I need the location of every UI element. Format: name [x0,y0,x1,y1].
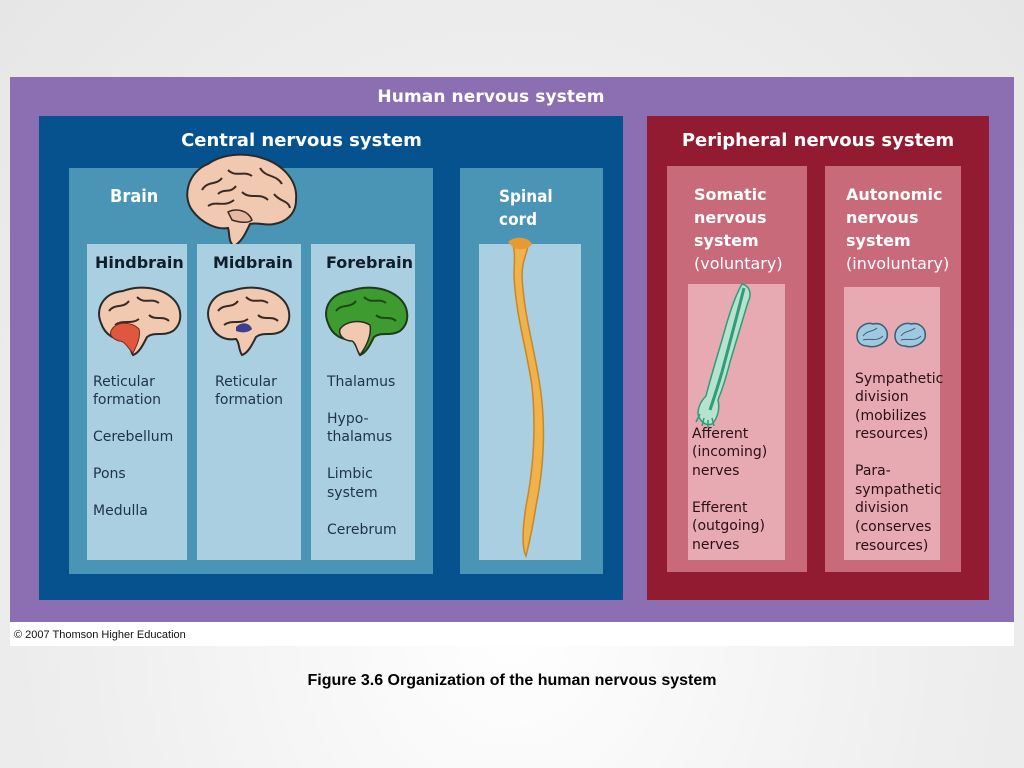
forebrain-item: Cerebrum [327,522,397,538]
autonomic-title-line: Autonomic [846,185,943,204]
autonomic-item: resources) [855,426,929,442]
hindbrain-heading: Hindbrain [95,253,184,272]
autonomic-item: (conserves [855,519,932,535]
midbrain-item: formation [215,392,284,408]
somatic-item: Efferent [692,500,748,516]
figure-caption: Figure 3.6 Organization of the human ner… [307,672,717,689]
ganglia-icon [856,322,927,348]
arm-nerve-icon [695,283,751,428]
autonomic-subtitle: (involuntary) [846,254,950,273]
hindbrain-item: Medulla [93,503,148,519]
spinal-title-line: cord [499,210,538,230]
peripheral-nervous-system-title: Peripheral nervous system [681,130,955,151]
hindbrain-item: Pons [93,466,126,482]
autonomic-title-line: system [846,231,911,250]
copyright-text: © 2007 Thomson Higher Education [14,629,186,641]
autonomic-item: sympathetic [855,482,942,498]
midbrain-item: Reticular [215,374,277,390]
somatic-title: Somatic nervous system (voluntary) [694,183,783,275]
central-nervous-system-title: Central nervous system [181,130,422,151]
somatic-subtitle: (voluntary) [694,254,783,273]
midbrain-brain-icon [207,286,291,357]
copyright-bar [10,622,1014,646]
forebrain-heading: Forebrain [326,253,414,272]
diagram-title: Human nervous system [377,87,605,107]
spinal-title-line: Spinal [499,187,553,207]
autonomic-item: Para- [855,463,891,479]
forebrain-item: system [327,485,378,501]
spinal-cord-icon [508,237,545,559]
autonomic-title-line: nervous [846,208,919,227]
brain-icon [186,153,298,248]
hindbrain-item: Cerebellum [93,429,174,445]
autonomic-title: Autonomic nervous system (involuntary) [846,183,949,275]
midbrain-heading: Midbrain [213,253,293,272]
hindbrain-brain-icon [98,286,182,357]
somatic-title-line: system [694,231,759,250]
forebrain-item: thalamus [327,429,393,445]
forebrain-brain-icon [325,286,409,357]
forebrain-item: Hypo- [327,411,369,427]
hindbrain-item: Reticular [93,374,155,390]
somatic-title-line: nervous [694,208,767,227]
somatic-item: (outgoing) [692,518,765,534]
autonomic-item: Sympathetic [855,371,944,387]
somatic-item: nerves [692,537,740,553]
brain-title: Brain [110,186,159,207]
somatic-item: (incoming) [692,444,768,460]
somatic-item: Afferent [692,426,749,442]
spinal-cord-title: Spinal cord [499,186,553,232]
autonomic-item: division [855,500,909,516]
forebrain-item: Thalamus [327,374,396,390]
hindbrain-item: formation [93,392,162,408]
autonomic-item: resources) [855,538,929,554]
autonomic-item: (mobilizes [855,408,927,424]
forebrain-item: Limbic [327,466,373,482]
autonomic-item: division [855,389,909,405]
somatic-title-line: Somatic [694,185,767,204]
somatic-item: nerves [692,463,740,479]
